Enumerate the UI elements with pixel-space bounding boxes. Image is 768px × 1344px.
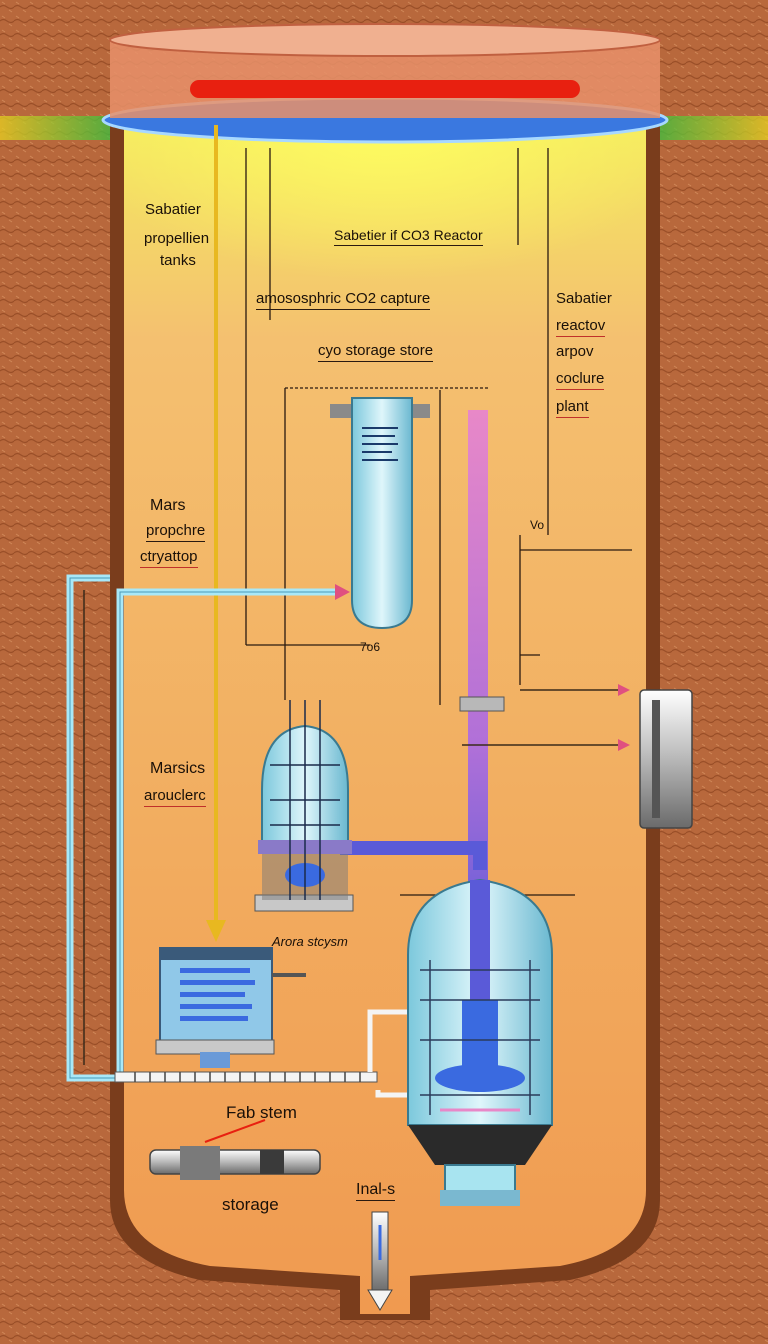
heater-element	[190, 80, 580, 98]
label-right-sabatier-5: plant	[556, 398, 589, 418]
label-left-tanks-1: Sabatier	[145, 201, 201, 218]
label-left-tanks-2: propellien	[144, 230, 210, 247]
label-left-tanks-3: tanks	[160, 252, 196, 269]
label-co2-capture: amososphric CO2 capture	[256, 290, 431, 310]
main-reactor-vessel	[407, 878, 553, 1206]
label-inals: Inal-s	[356, 1181, 396, 1201]
label-706: 7o6	[360, 640, 381, 654]
label-cryo-storage: cyo storage store	[318, 342, 434, 362]
label-reactor-title: Sabetier if CO3 Reactor	[334, 226, 483, 246]
label-mars-atmo-3: ctryattop	[140, 548, 198, 568]
label-vo: Vo	[530, 518, 545, 532]
cryo-storage-tank	[330, 397, 430, 630]
label-mars-atmo-2: propchre	[146, 522, 206, 542]
label-right-sabatier-4: coclure	[556, 370, 605, 390]
bottom-drain	[367, 1211, 393, 1311]
label-right-sabatier-1: Sabatier	[556, 290, 612, 307]
side-valve-unit	[639, 689, 693, 829]
label-right-sabatier-2: reactov	[556, 317, 606, 337]
label-mars-atmo-1: Mars	[150, 497, 186, 514]
gas-transfer-pipe	[468, 410, 488, 970]
manifold-rail	[114, 1009, 408, 1098]
silo-lid-top	[109, 23, 661, 57]
label-marsice-2: arouclerc	[144, 787, 206, 807]
label-marsice-1: Marsics	[150, 760, 206, 777]
label-fab-stem: Fab stem	[226, 1103, 297, 1122]
label-storage: storage	[222, 1195, 279, 1214]
label-right-sabatier-3: arpov	[556, 343, 594, 360]
label-arora: Arora stcysm	[272, 934, 348, 949]
yellow-arrow-head	[206, 920, 226, 942]
sabatier-reactor-vessel	[254, 700, 354, 912]
blue-crossover-pipe	[340, 841, 487, 870]
storage-cylinder	[149, 1119, 321, 1180]
propellant-tank	[155, 947, 306, 1068]
